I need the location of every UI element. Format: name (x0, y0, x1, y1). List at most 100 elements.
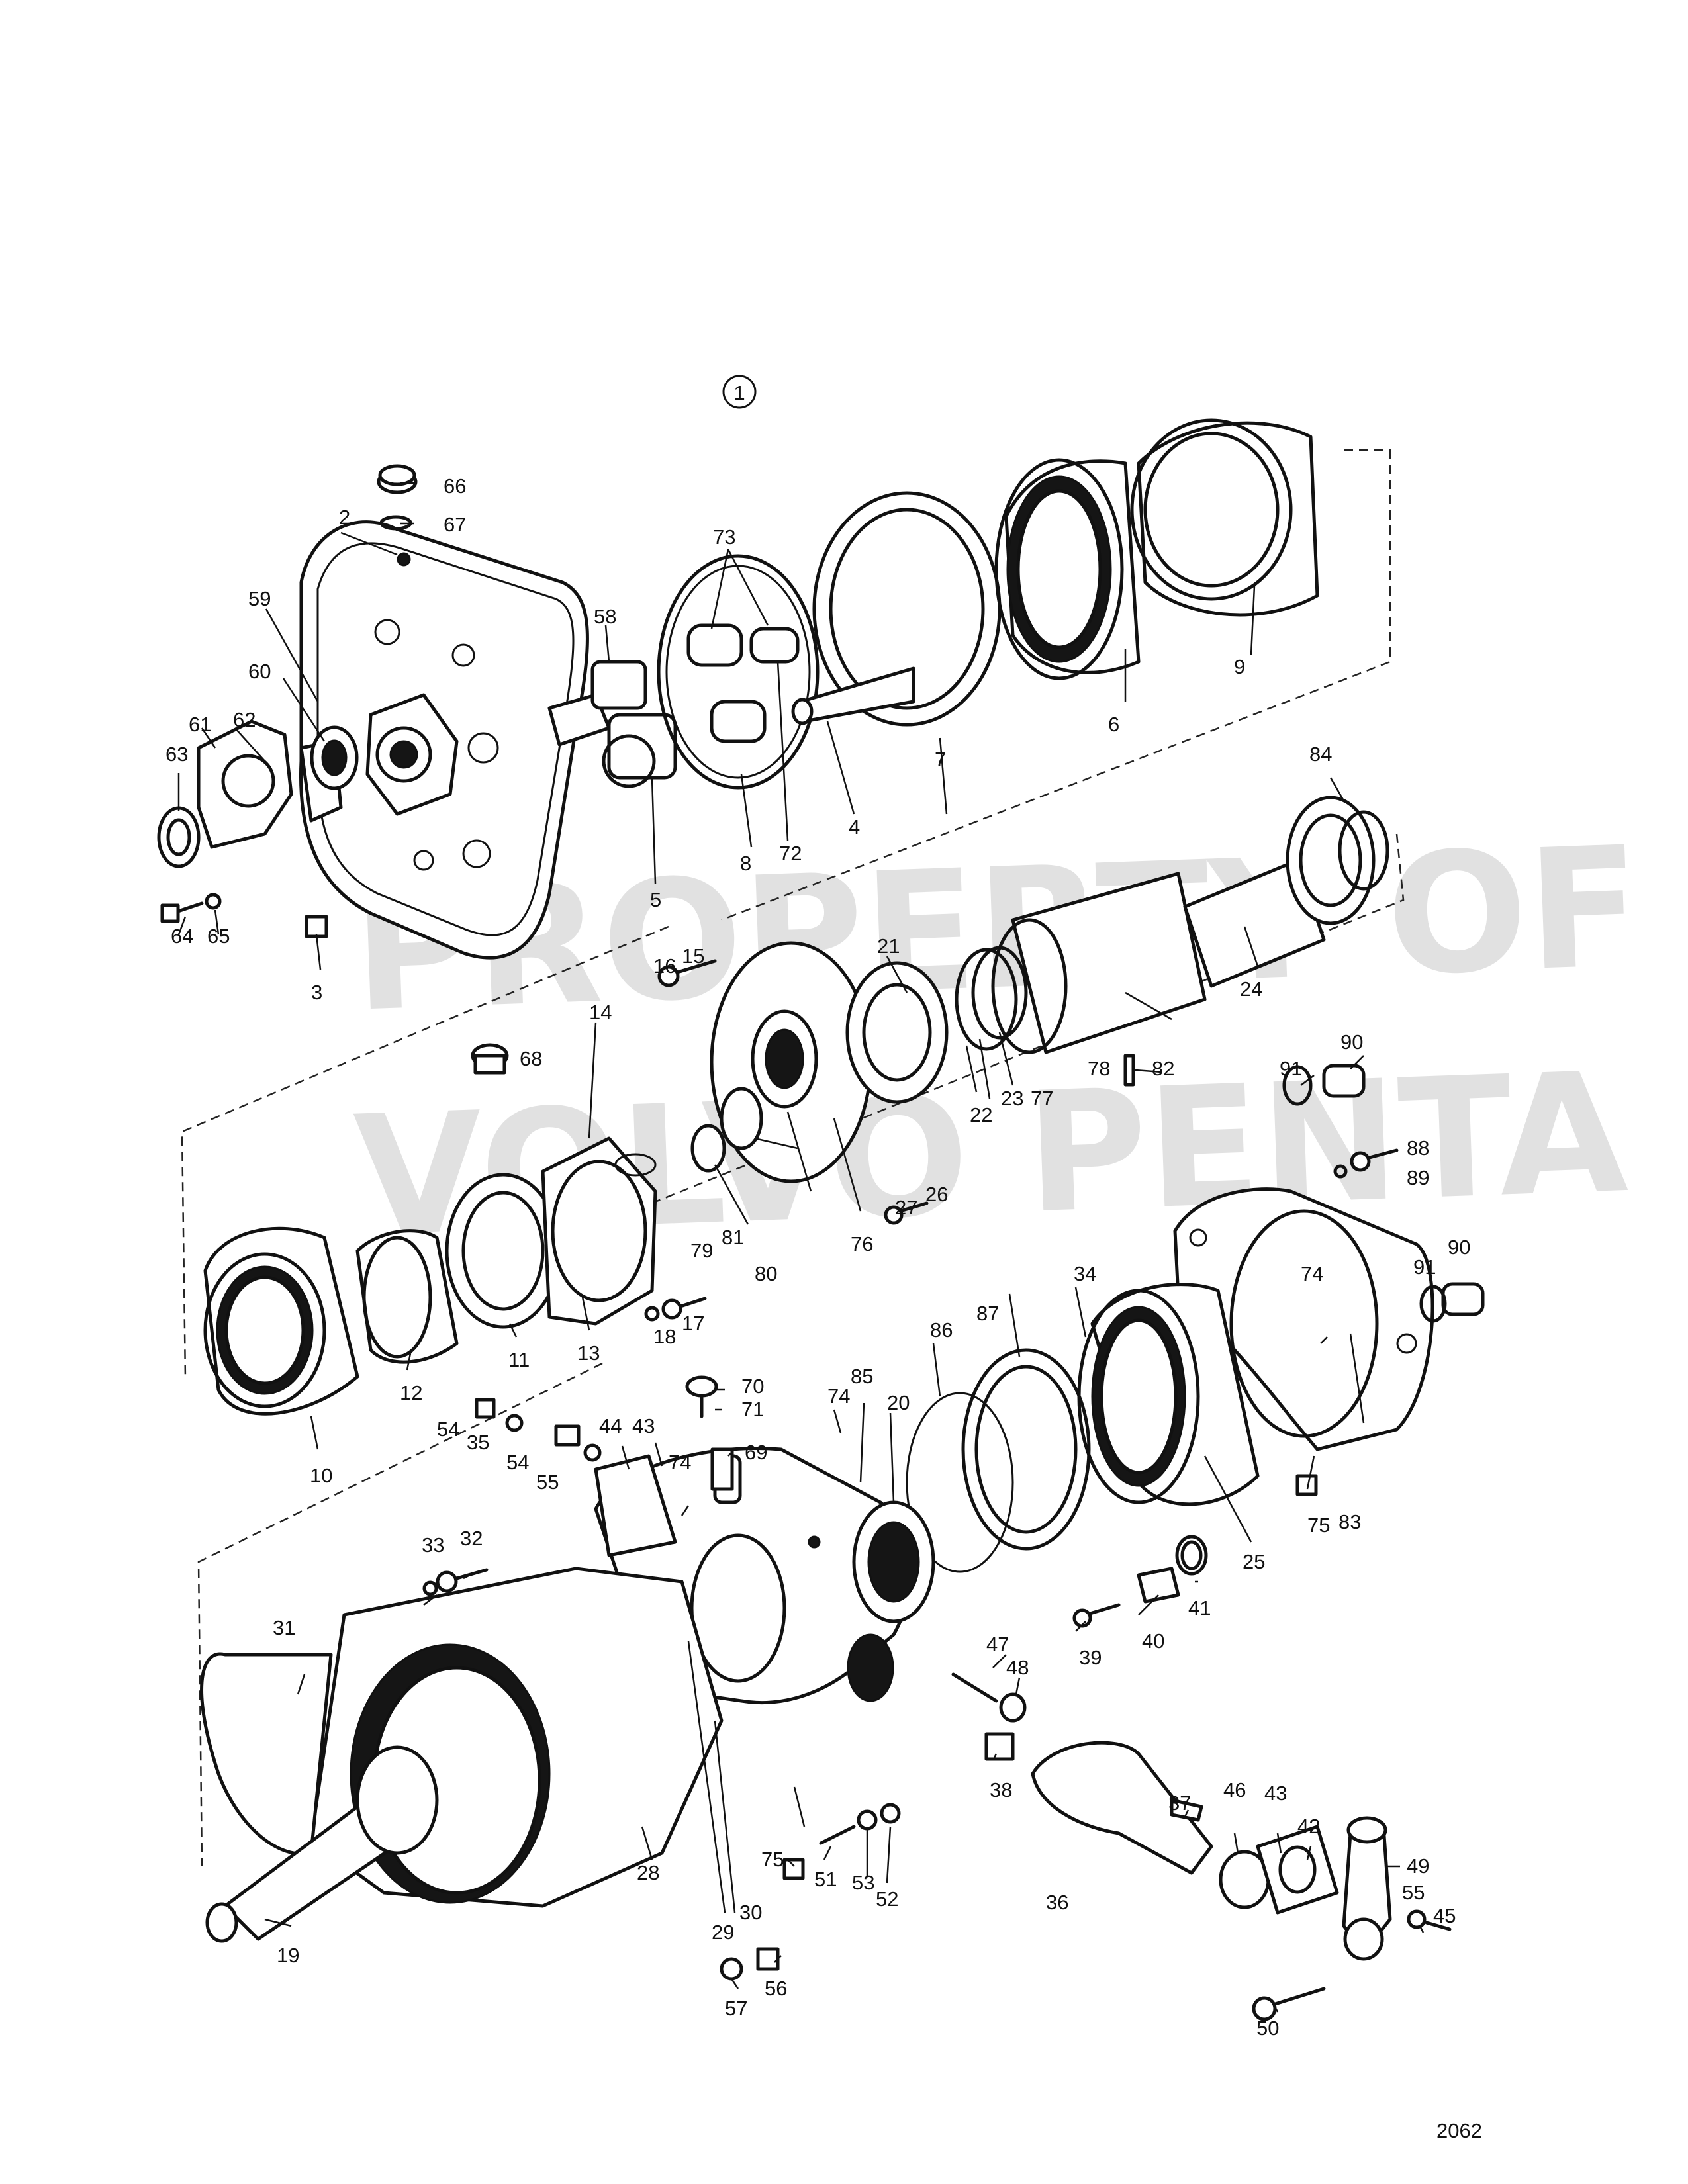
bearing-7-shaft-4 (791, 491, 1002, 727)
callout-43-upper: 43 (632, 1414, 655, 1437)
callout-81: 81 (722, 1226, 744, 1249)
callout-70: 70 (741, 1375, 764, 1398)
figure-number: 1 (733, 381, 745, 404)
callout-74-right: 74 (1301, 1262, 1323, 1285)
callout-12: 12 (400, 1381, 422, 1404)
pinion-shaft-58-5 (547, 660, 677, 788)
callout-49: 49 (1407, 1854, 1429, 1878)
callout-66: 66 (444, 475, 466, 498)
callout-73: 73 (713, 525, 735, 549)
callout-50: 50 (1256, 2017, 1279, 2040)
callout-4: 4 (849, 815, 860, 839)
callout-90-upper: 90 (1340, 1030, 1363, 1054)
screws-51-52-53-47-48 (819, 1672, 1027, 1845)
callout-90-lower: 90 (1448, 1236, 1470, 1259)
callout-68: 68 (520, 1047, 542, 1070)
callout-80: 80 (755, 1262, 777, 1285)
nipples-90-91-screw-88-89 (1282, 1064, 1485, 1323)
callout-27: 27 (895, 1196, 917, 1219)
callout-39: 39 (1079, 1646, 1102, 1669)
callout-42: 42 (1297, 1815, 1320, 1838)
drum-9 (1130, 418, 1319, 617)
callout-23: 23 (1001, 1087, 1023, 1110)
callout-84: 84 (1309, 743, 1332, 766)
pressure-plate-76-79-80-81 (690, 941, 929, 1225)
callout-48: 48 (1006, 1656, 1029, 1679)
callout-54-upper: 54 (437, 1418, 459, 1441)
callout-91-upper: 91 (1280, 1057, 1302, 1080)
callout-79: 79 (690, 1239, 713, 1262)
callout-28: 28 (637, 1861, 659, 1884)
plug-70-71-69 (685, 1375, 734, 1491)
callout-75-right: 75 (1307, 1514, 1330, 1537)
shift-lever-49-screws-45-50-55 (1252, 1816, 1452, 2021)
callout-26: 26 (925, 1183, 948, 1206)
callout-40: 40 (1142, 1629, 1164, 1653)
screws-32-33-35-54-55 (422, 1398, 602, 1596)
front-cover-2 (299, 520, 589, 960)
callout-37: 37 (1168, 1792, 1191, 1815)
callout-59: 59 (248, 587, 271, 610)
callout-9: 9 (1234, 655, 1245, 678)
callout-71: 71 (741, 1398, 764, 1421)
callout-77: 77 (1031, 1087, 1053, 1110)
callout-62: 62 (233, 708, 256, 731)
callout-83: 83 (1338, 1510, 1361, 1533)
reverse-housing-83 (1173, 1187, 1434, 1451)
callout-2: 2 (339, 506, 350, 529)
callout-52: 52 (876, 1888, 898, 1911)
gear-34-ring-25-bearing-87 (906, 1283, 1260, 1573)
callout-32: 32 (460, 1527, 483, 1550)
callout-47: 47 (986, 1633, 1009, 1656)
callout-5: 5 (650, 888, 661, 911)
callout-38: 38 (990, 1778, 1012, 1801)
callout-78: 78 (1088, 1057, 1110, 1080)
callout-89: 89 (1407, 1166, 1429, 1189)
callout-35: 35 (467, 1431, 489, 1454)
callout-74-left: 74 (669, 1451, 691, 1474)
callout-21: 21 (877, 934, 900, 958)
callout-56: 56 (765, 1977, 787, 2000)
callout-43-lower: 43 (1264, 1782, 1287, 1805)
callout-6: 6 (1108, 713, 1119, 736)
part-callouts: 2 3 4 5 6 7 8 9 10 11 12 13 14 15 16 17 … (165, 475, 1470, 2040)
callout-8: 8 (740, 852, 751, 875)
callout-41: 41 (1188, 1596, 1211, 1619)
callout-29: 29 (712, 1921, 734, 1944)
planet-carrier-8-72-73 (657, 554, 820, 790)
callout-36: 36 (1046, 1891, 1068, 1914)
callout-72: 72 (779, 842, 802, 865)
assembly-boundary (181, 449, 1405, 1867)
callout-17: 17 (682, 1312, 704, 1335)
watermark: PROPERTY OF VOLVO PENTA (350, 811, 1644, 1273)
callout-20: 20 (887, 1391, 910, 1414)
callout-16: 16 (653, 954, 676, 978)
callout-30: 30 (739, 1901, 762, 1924)
callout-91-lower: 91 (1413, 1255, 1436, 1279)
callout-18: 18 (653, 1325, 676, 1348)
shaft-24-bearing-84 (1183, 796, 1389, 988)
callout-24: 24 (1240, 978, 1262, 1001)
figure-number-badge: 1 (722, 375, 757, 409)
callout-69: 69 (745, 1441, 767, 1464)
callout-22: 22 (970, 1103, 992, 1126)
ring-gear-6 (994, 458, 1141, 680)
callout-87: 87 (976, 1302, 999, 1325)
callout-51: 51 (814, 1868, 837, 1891)
screws-15-16-17-18 (644, 959, 717, 1322)
callout-46: 46 (1223, 1778, 1246, 1801)
callout-86: 86 (930, 1318, 953, 1342)
callout-74-middle: 74 (827, 1385, 850, 1408)
spring-41-pawl-40-pin-39 (1072, 1535, 1208, 1628)
callout-7: 7 (935, 748, 946, 771)
callout-55-lower: 55 (1402, 1881, 1425, 1904)
callout-76: 76 (851, 1232, 873, 1255)
shift-shaft-36-key-37-38 (984, 1732, 1213, 1875)
callout-64: 64 (171, 925, 193, 948)
bearing-11-carrier-13-14 (445, 1136, 657, 1329)
callout-14: 14 (589, 1001, 612, 1024)
callout-25: 25 (1243, 1550, 1265, 1573)
callout-3: 3 (311, 981, 322, 1004)
callout-31: 31 (273, 1616, 295, 1639)
